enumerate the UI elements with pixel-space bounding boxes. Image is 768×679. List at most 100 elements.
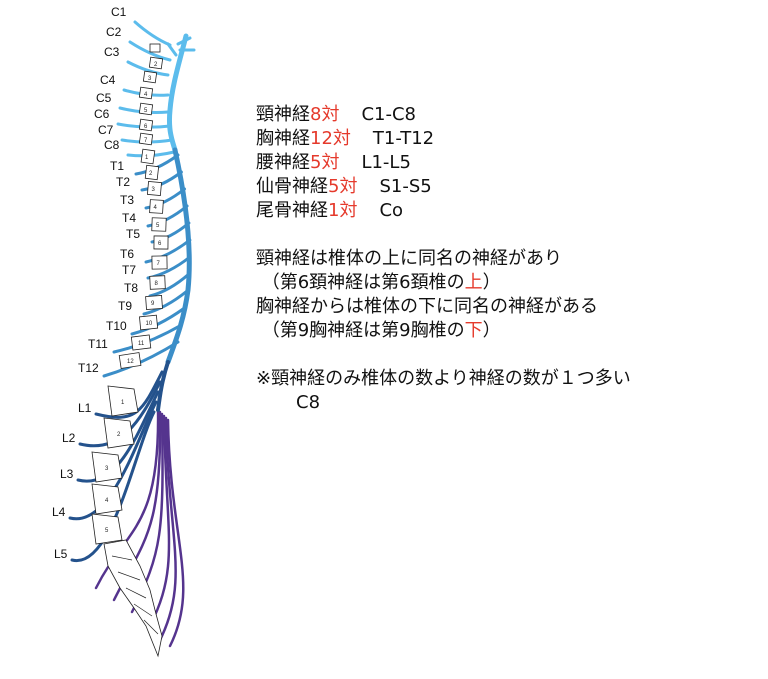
- cervical-vertebra: [148, 56, 164, 70]
- thoracic-vertebra: [149, 275, 166, 290]
- cervical-vertebra-number: 6: [144, 124, 148, 130]
- sacral-nerve: [166, 418, 185, 648]
- cervical-example-text: （第6頚神経は第6頚椎の: [261, 272, 465, 293]
- thoracic-vertebra-number: 3: [152, 187, 156, 193]
- thoracic-segment-label: T1: [110, 159, 124, 173]
- thoracic-example: （第9胸神経は第9胸椎の下）: [256, 319, 761, 343]
- thoracic-vertebra-number: 1: [145, 155, 149, 161]
- cervical-segment-label: C7: [98, 123, 114, 137]
- thoracic-vertebra-number: 5: [156, 223, 160, 229]
- thoracic-vertebra-number: 8: [155, 281, 159, 287]
- segment-labels: C1C2C3C4C5C6C7C8T1T2T3T4T5T6T7T8T9T10T11…: [52, 5, 140, 561]
- thoracic-rule: 胸神経からは椎体の下に同名の神経がある: [256, 296, 598, 317]
- sacral-segment-line: [111, 555, 133, 561]
- nerve-pair-count: 5対: [328, 176, 358, 197]
- nerve-pair-count: 1対: [328, 200, 358, 221]
- thoracic-vertebra-number: 12: [127, 359, 134, 365]
- cervical-vertebra-number: 7: [144, 138, 148, 144]
- cervical-vertebra: [138, 102, 154, 116]
- thoracic-segment-label: T8: [124, 281, 138, 295]
- cervical-vertebra-number: 2: [154, 62, 158, 68]
- extra-nerve-label: C8: [296, 392, 321, 413]
- cervical-example: （第6頚神経は第6頚椎の上）: [256, 271, 761, 295]
- thoracic-vertebra: [130, 334, 152, 351]
- thoracic-vertebra: [145, 295, 163, 310]
- thoracic-vertebra-number: 11: [138, 341, 145, 347]
- thoracic-vertebra-number: 9: [151, 301, 155, 307]
- lumbar-vertebra-number: 3: [105, 466, 109, 472]
- thoracic-nerve: [130, 306, 186, 336]
- cervical-segment-label: C8: [104, 138, 120, 152]
- thoracic-vertebra-number: 6: [158, 241, 162, 247]
- thoracic-vertebra: [140, 148, 156, 165]
- thoracic-segment-label: T9: [118, 299, 132, 313]
- upper-nerve-branch: [166, 42, 178, 57]
- nerve-group-name: 頸神経: [256, 104, 310, 125]
- nerve-group-name: 胸神経: [256, 128, 310, 149]
- thoracic-nerve: [102, 340, 180, 378]
- thoracic-segment-label: T6: [120, 247, 134, 261]
- nerve-group-name: 仙骨神経: [256, 176, 328, 197]
- sacral-nerve: [148, 414, 171, 628]
- sacral-segment-line: [133, 603, 153, 617]
- thoracic-segment-label: T2: [116, 175, 130, 189]
- cervical-segment-label: C1: [111, 5, 127, 19]
- lumbar-cord: [156, 360, 170, 412]
- nerve-pair-count: 12対: [310, 128, 351, 149]
- thoracic-vertebra-number: 10: [146, 321, 153, 327]
- nerve-segment-range: Co: [379, 200, 404, 221]
- lumbar-vertebra: [91, 513, 123, 545]
- thoracic-vertebra: [118, 352, 142, 369]
- cervical-vertebra: [142, 70, 158, 84]
- lumbar-vertebra-number: 2: [117, 432, 121, 438]
- thoracic-vertebra: [151, 217, 167, 232]
- thoracic-segment-label: T4: [122, 211, 136, 225]
- cervical-vertebra: [138, 132, 154, 146]
- thoracic-segment-label: T3: [120, 193, 134, 207]
- thoracic-segment-label: T11: [88, 337, 108, 351]
- cervical-cord: [167, 33, 189, 153]
- thoracic-segment-label: T10: [106, 319, 127, 333]
- cervical-vertebra: [138, 118, 154, 132]
- cervical-segment-label: C2: [106, 25, 122, 39]
- cervical-nerve: [128, 40, 172, 62]
- cervical-vertebra-number: 5: [144, 108, 148, 114]
- summary-row: 胸神経12対 T1-T12: [256, 127, 761, 151]
- sacrum: [103, 539, 163, 658]
- lumbar-vertebra: [107, 385, 139, 417]
- sacral-nerve: [158, 416, 177, 642]
- sacral-segment-line: [125, 587, 147, 599]
- thoracic-example-text: （第9胸神経は第9胸椎の: [261, 320, 465, 341]
- nerve-segment-range: T1-T12: [372, 128, 435, 149]
- atlas-vertebra: [149, 43, 161, 53]
- lumbar-vertebra-number: 1: [121, 400, 125, 406]
- thoracic-vertebra-number: 2: [149, 171, 153, 177]
- thoracic-segment-label: T12: [78, 361, 99, 375]
- thoracic-vertebra: [146, 181, 162, 196]
- lumbar-vertebra-number: 4: [105, 498, 109, 504]
- lumbar-segment-label: L3: [60, 467, 74, 481]
- cervical-vertebra-number: 4: [144, 92, 148, 98]
- lumbar-segment-label: L2: [62, 431, 76, 445]
- extra-nerve-note: ※頸神経のみ椎体の数より神経の数が１つ多い: [256, 368, 631, 389]
- thoracic-example-accent: 下: [464, 320, 483, 341]
- thoracic-segment-label: T7: [122, 263, 136, 277]
- thoracic-cord: [165, 147, 192, 365]
- cervical-segment-label: C4: [100, 73, 116, 87]
- cervical-nerve: [133, 20, 172, 47]
- thoracic-vertebra: [139, 314, 159, 331]
- cervical-vertebra-number: 3: [148, 76, 152, 82]
- cervical-example-close: ）: [482, 272, 501, 293]
- lumbar-segment-label: L5: [54, 547, 68, 561]
- lumbar-segment-label: L1: [78, 401, 92, 415]
- nerve-pair-count: 8対: [310, 104, 340, 125]
- cervical-segment-label: C5: [96, 91, 112, 105]
- spinal-cord: [156, 33, 196, 412]
